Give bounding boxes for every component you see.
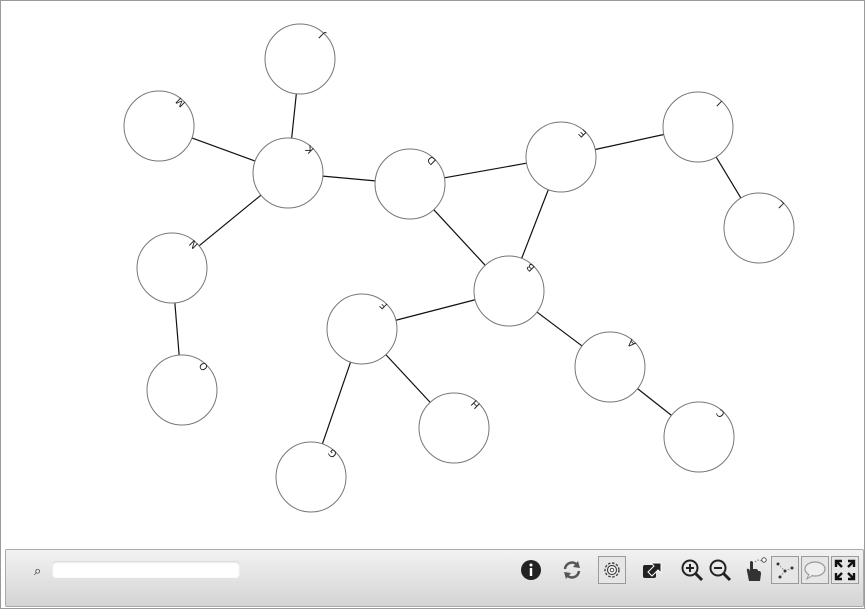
refresh-button[interactable] [558,556,586,584]
settings-button[interactable] [598,556,626,584]
edges-button[interactable] [771,556,799,584]
node-circle[interactable] [663,401,735,473]
graph-canvas[interactable]: J MKD E I L N B F A O H C G [1,1,864,546]
node-circle[interactable] [264,23,336,95]
node-A[interactable]: A [574,331,646,403]
node-label: J [317,30,328,41]
edge-F-G [321,361,352,445]
node-J[interactable]: J [264,23,336,95]
edge-K-J [291,93,297,139]
node-circle[interactable] [374,148,446,220]
speech-bubble-icon [804,561,826,581]
node-N[interactable]: N [136,232,208,304]
node-circle[interactable] [473,255,545,327]
edge-K-M [191,137,256,162]
fullscreen-button[interactable] [831,556,859,584]
node-circle[interactable] [123,90,195,162]
node-G[interactable]: G [275,441,347,513]
node-circle[interactable] [574,331,646,403]
toolbar: ⌕ [5,549,864,607]
graph-edges-icon [776,562,794,579]
export-button[interactable] [638,556,666,584]
node-I[interactable]: I [662,91,734,163]
edge-N-O [174,302,180,356]
edge-A-C [637,388,672,416]
refresh-icon [563,561,581,579]
pan-button[interactable] [740,556,768,584]
info-button[interactable] [517,556,545,584]
zoom-out-icon [709,559,732,582]
search-icon: ⌕ [34,564,42,579]
node-E[interactable]: E [525,121,597,193]
node-circle[interactable] [326,293,398,365]
edge-I-L [715,156,742,199]
edge-F-H [385,354,431,403]
edge-B-F [395,299,476,321]
info-icon [521,560,541,580]
node-B[interactable]: B [473,255,545,327]
fullscreen-icon [834,559,856,581]
node-circle[interactable] [275,441,347,513]
edge-E-B [521,189,549,259]
node-circle[interactable] [418,392,490,464]
edge-K-D [322,175,376,182]
node-circle[interactable] [146,354,218,426]
node-C[interactable]: C [663,401,735,473]
node-label: I [715,98,725,108]
zoom-out-button[interactable] [706,556,734,584]
zoom-in-icon [681,559,704,582]
edge-B-A [536,311,583,347]
labels-button[interactable] [801,556,829,584]
search-input[interactable] [52,561,240,578]
edge-D-B [433,209,486,266]
edge-E-I [595,133,664,151]
edge-K-N [198,194,262,247]
hand-pointer-icon [746,557,767,581]
node-M[interactable]: M [123,90,195,162]
node-H[interactable]: H [418,392,490,464]
node-circle[interactable] [662,91,734,163]
node-circle[interactable] [136,232,208,304]
edge-D-E [444,162,527,179]
node-circle[interactable] [252,137,324,209]
node-O[interactable]: O [146,354,218,426]
node-circle[interactable] [525,121,597,193]
zoom-in-button[interactable] [678,556,706,584]
node-circle[interactable] [723,192,795,264]
node-F[interactable]: F [326,293,398,365]
node-K[interactable]: K [252,137,324,209]
gear-icon [604,562,620,578]
export-icon [643,562,662,578]
node-D[interactable]: D [374,148,446,220]
node-L[interactable]: L [723,192,795,264]
